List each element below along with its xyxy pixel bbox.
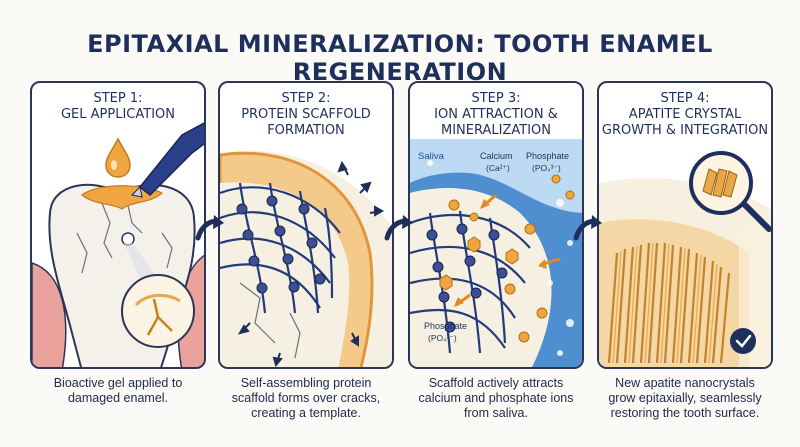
applicator-icon (130, 122, 204, 198)
step-1-title: GEL APPLICATION (60, 107, 175, 122)
page-title: EPITAXIAL MINERALIZATION: TOOTH ENAMEL R… (87, 30, 713, 86)
step-4-caption: New apatite nanocrystals grow epitaxiall… (587, 376, 783, 421)
step-3-caption: Scaffold actively attracts calcium and p… (398, 376, 594, 421)
magnifier-icon (689, 151, 771, 232)
step-1-caption-line1: Bioactive gel applied to (53, 376, 183, 390)
calcium-formula: (Ca²⁺) (486, 163, 510, 173)
phosphate-bottom-formula: (PO₄³⁻) (428, 333, 457, 343)
step-4-caption-line1: New apatite nanocrystals (615, 376, 755, 390)
step-2-number: STEP 2: (281, 91, 331, 106)
step-4-title-line2: GROWTH & INTEGRATION (601, 123, 769, 138)
step-4-panel: STEP 4: APATITE CRYSTAL GROWTH & INTEGRA… (597, 81, 773, 369)
step-2-title-line2: FORMATION (267, 123, 345, 138)
phosphate-label: Phosphate (526, 151, 569, 161)
step-4-title-line1: APATITE CRYSTAL (628, 107, 742, 122)
step-4-caption-line2: grow epitaxially, seamlessly (608, 391, 762, 405)
step-4-caption-line3: restoring the tooth surface. (610, 406, 760, 420)
step-1-illustration (32, 122, 204, 367)
step-4-illustration (599, 151, 771, 367)
step-2-caption-line3: creating a template. (251, 406, 361, 420)
step-1-panel: STEP 1: GEL APPLICATION (30, 81, 206, 369)
step-3-number: STEP 3: (471, 91, 521, 106)
step-2-caption-line2: scaffold forms over cracks, (231, 391, 381, 405)
step-2-heading: STEP 2: PROTEIN SCAFFOLD FORMATION (220, 91, 392, 139)
step-4-number: STEP 4: (660, 91, 710, 106)
phosphate-bottom-label: Phosphate (424, 321, 467, 331)
step-3-title-line1: ION ATTRACTION & (434, 107, 558, 122)
step-2-caption: Self-assembling protein scaffold forms o… (208, 376, 404, 421)
saliva-label: Saliva (418, 151, 445, 162)
step-3-caption-line3: from saliva. (464, 406, 528, 420)
phosphate-formula: (PO₄³⁻) (532, 163, 561, 173)
arrow-right-icon (195, 215, 224, 241)
step-2-caption-line1: Self-assembling protein (240, 376, 372, 390)
step-3-caption-line1: Scaffold actively attracts (428, 376, 564, 390)
calcium-label: Calcium (480, 151, 513, 161)
step-2-illustration (220, 150, 392, 367)
step-2-title-line1: PROTEIN SCAFFOLD (241, 107, 371, 122)
gel-droplet-icon (105, 137, 131, 178)
step-1-number: STEP 1: (93, 91, 143, 106)
checkmark-icon (730, 328, 756, 354)
arrow-right-icon (573, 215, 602, 241)
step-4-heading: STEP 4: APATITE CRYSTAL GROWTH & INTEGRA… (599, 91, 771, 139)
step-3-title-line2: MINERALIZATION (441, 123, 551, 138)
step-2-panel: STEP 2: PROTEIN SCAFFOLD FORMATION (218, 81, 394, 369)
step-1-heading: STEP 1: GEL APPLICATION (32, 91, 204, 123)
step-1-caption-line2: damaged enamel. (67, 391, 169, 405)
step-1-caption: Bioactive gel applied to damaged enamel. (20, 376, 216, 406)
step-3-heading: STEP 3: ION ATTRACTION & MINERALIZATION (410, 91, 582, 139)
step-3-caption-line2: calcium and phosphate ions (418, 391, 574, 405)
step-3-illustration: Saliva Calcium (Ca²⁺) Phosphate (PO₄³⁻) … (410, 139, 582, 367)
arrow-right-icon (384, 215, 413, 241)
step-3-panel: Saliva Calcium (Ca²⁺) Phosphate (PO₄³⁻) … (408, 81, 584, 369)
